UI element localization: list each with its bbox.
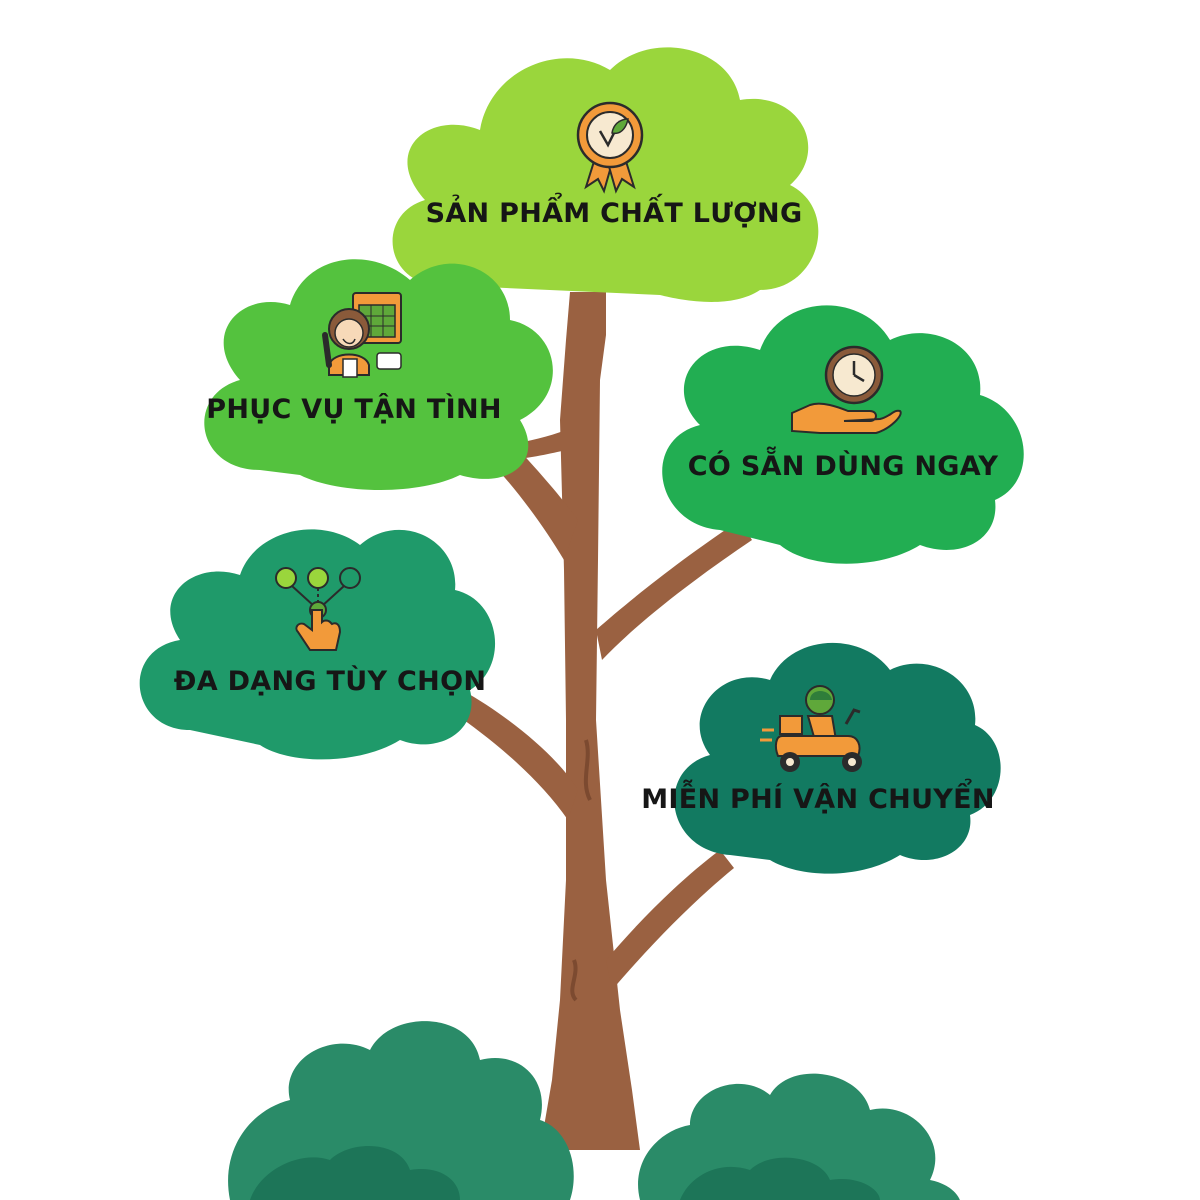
- clock-in-hand-icon: [791, 345, 902, 434]
- ground-bushes: [228, 1021, 960, 1200]
- label-ready-to-use: CÓ SẴN DÙNG NGAY: [687, 451, 999, 482]
- quality-badge-icon: [576, 101, 644, 194]
- label-dedicated-service: PHỤC VỤ TẬN TÌNH: [206, 394, 502, 425]
- label-quality-product: SẢN PHẨM CHẤT LƯỢNG: [425, 198, 803, 229]
- label-free-shipping: MIỄN PHÍ VẬN CHUYỂN: [641, 784, 995, 815]
- cloud-left-upper: [204, 259, 553, 490]
- cloud-right-lower: [674, 642, 1001, 874]
- customer-service-icon: [322, 292, 402, 378]
- cloud-right-upper: [662, 305, 1024, 564]
- options-choice-icon: [275, 567, 361, 651]
- delivery-scooter-icon: [760, 685, 862, 772]
- label-diverse-options: ĐA DẠNG TÙY CHỌN: [173, 666, 487, 697]
